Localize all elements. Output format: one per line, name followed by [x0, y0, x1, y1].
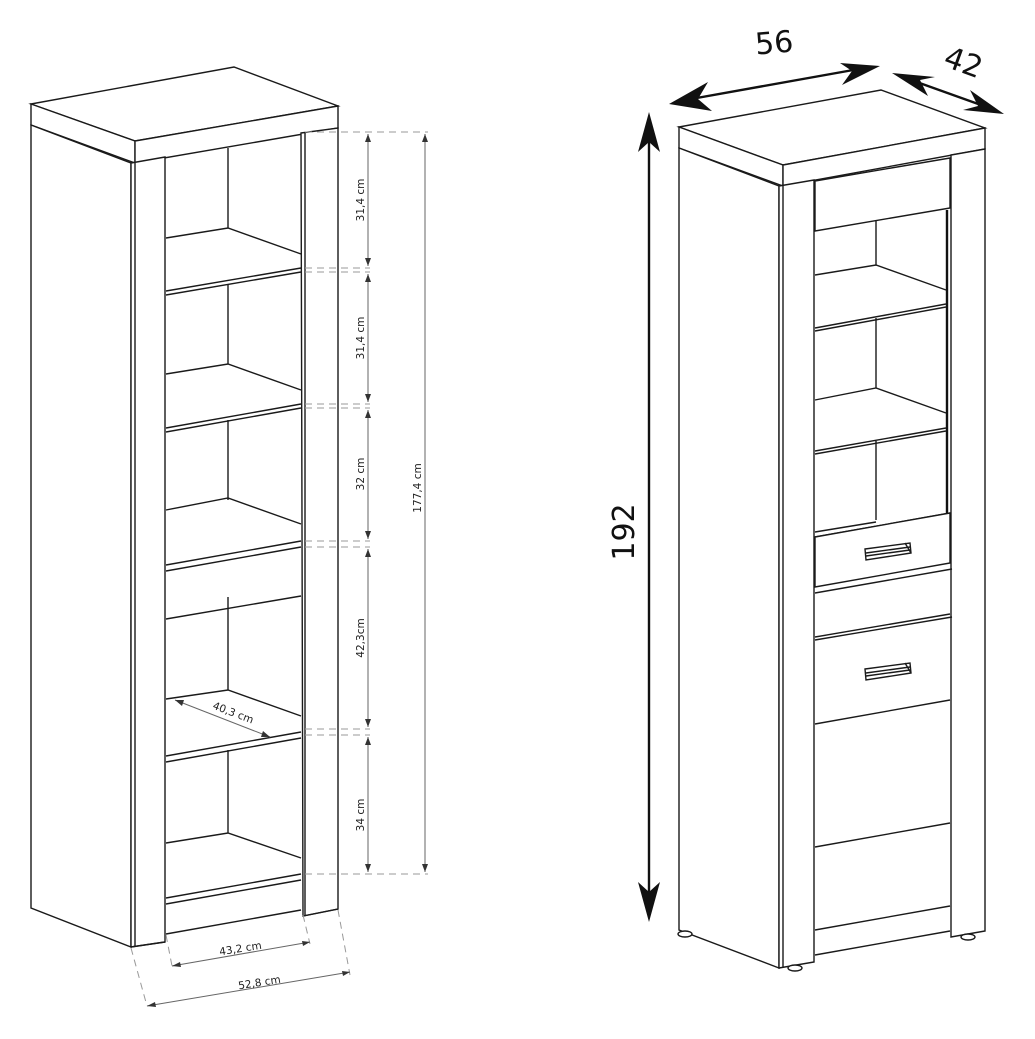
- left-bookcase: [28, 66, 341, 949]
- left-dimensions: [146, 134, 428, 1007]
- dim-shelf-4: 42,3cm: [355, 618, 367, 657]
- dim-total-inner-height: 177,4 cm: [412, 463, 424, 512]
- right-right-stile: [950, 148, 986, 938]
- door-handle-icon: [864, 662, 912, 681]
- dim-width: 56: [754, 24, 795, 62]
- foot: [960, 933, 976, 941]
- drawer-handle-icon: [864, 542, 912, 561]
- left-guides: [130, 131, 428, 1007]
- dim-depth: 42: [939, 40, 987, 86]
- right-dimensions: [638, 63, 1004, 922]
- dim-outer-width: 52,8 cm: [237, 974, 281, 993]
- dim-height: 192: [607, 503, 642, 560]
- dim-shelf-1: 31,4 cm: [355, 179, 367, 222]
- foot: [677, 930, 693, 938]
- right-left-stile: [778, 179, 815, 969]
- right-side-panel: [678, 146, 780, 970]
- dim-shelf-5: 34 cm: [355, 799, 367, 832]
- dim-inner-width: 43,2 cm: [218, 940, 262, 959]
- left-side-panel: [30, 123, 132, 949]
- right-cabinet: [676, 89, 988, 972]
- dim-shelf-3: 32 cm: [355, 458, 367, 491]
- dim-shelf-2: 31,4 cm: [355, 317, 367, 360]
- left-front-stile: [130, 156, 166, 948]
- foot: [787, 964, 803, 972]
- door-top-rail: [814, 157, 951, 232]
- left-right-stile: [300, 127, 339, 917]
